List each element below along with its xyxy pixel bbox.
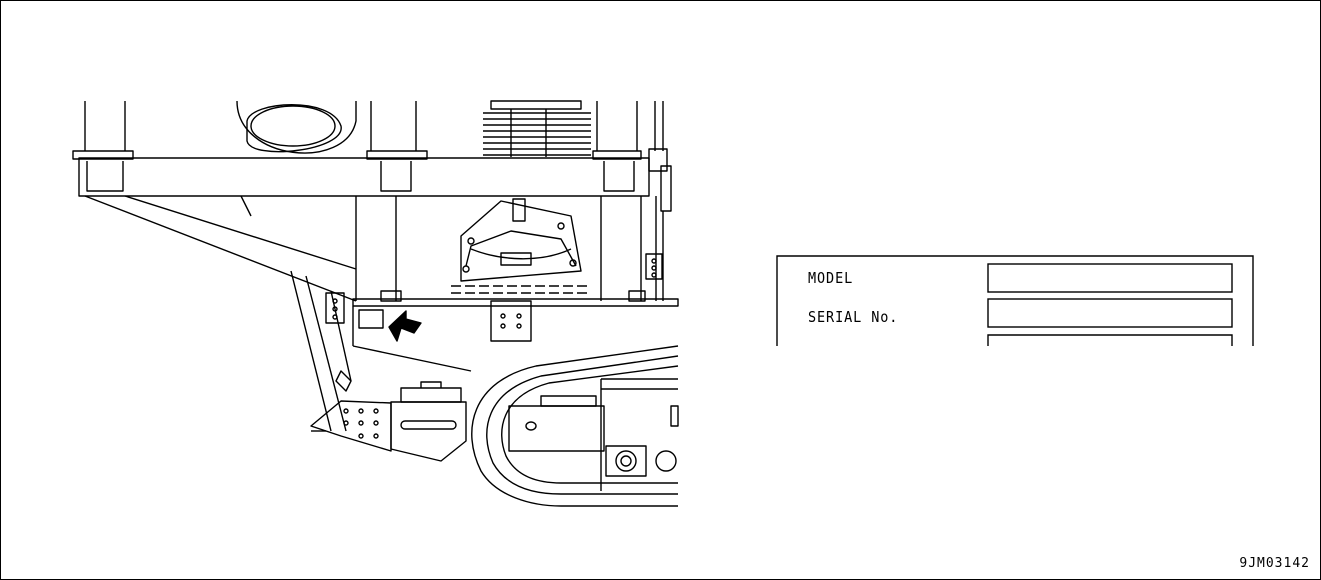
- nameplate-location: [352, 306, 472, 372]
- third-field: [987, 334, 1233, 346]
- serial-label: SERIAL No.: [808, 308, 899, 326]
- figure-code: 9JM03142: [1239, 556, 1310, 571]
- frame-posts: [84, 101, 664, 151]
- pointer-arrow-icon: [388, 310, 422, 342]
- lower-box: [352, 196, 679, 307]
- main-beam: [72, 150, 650, 197]
- serial-field: [987, 298, 1233, 328]
- center-mechanism: [451, 198, 591, 342]
- model-field: [987, 263, 1233, 293]
- oval-hatch: [236, 100, 357, 154]
- model-label: MODEL: [808, 269, 854, 287]
- left-strut: [290, 270, 352, 432]
- diagonal-brace: [84, 195, 357, 302]
- crawler-track: [471, 345, 679, 507]
- track-bracket: [310, 381, 467, 462]
- side-bracket: [645, 148, 672, 301]
- bellows: [483, 100, 591, 157]
